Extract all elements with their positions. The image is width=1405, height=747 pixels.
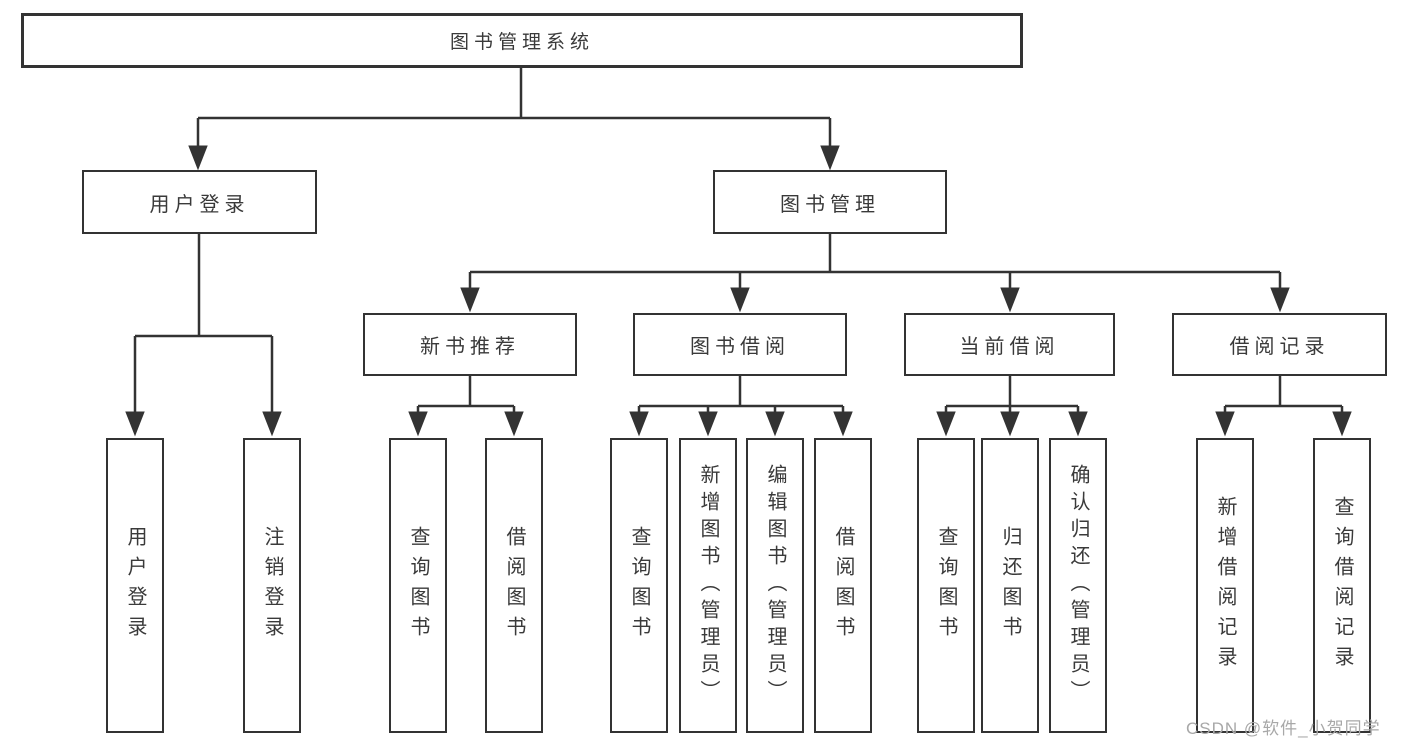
arrow-down-icon: [262, 411, 282, 437]
arrow-down-icon: [1000, 411, 1020, 437]
connector-borrow-records-to-leaves: [1215, 376, 1352, 437]
arrow-down-icon: [1000, 287, 1020, 313]
connector-root-to-level2: [188, 67, 840, 171]
node-library-management-system: 图书管理系统: [21, 13, 1023, 68]
node-borrow-records: 借阅记录: [1172, 313, 1387, 376]
leaf-edit-books-admin: 编辑图书（管理员）: [746, 438, 804, 733]
node-new-book-recommend: 新书推荐: [363, 313, 577, 376]
leaf-add-borrow-record: 新增借阅记录: [1196, 438, 1254, 733]
connector-user-login-to-leaves: [125, 234, 282, 437]
leaf-logout: 注销登录: [243, 438, 301, 733]
arrow-down-icon: [125, 411, 145, 437]
watermark-text: CSDN @软件_小贺同学: [1186, 719, 1381, 738]
arrow-down-icon: [460, 287, 480, 313]
node-current-borrow: 当前借阅: [904, 313, 1115, 376]
arrow-down-icon: [698, 411, 718, 437]
arrow-down-icon: [1068, 411, 1088, 437]
arrow-down-icon: [730, 287, 750, 313]
leaf-query-books-current: 查询图书: [917, 438, 975, 733]
leaf-user-login: 用户登录: [106, 438, 164, 733]
leaf-confirm-return-admin: 确认归还（管理员）: [1049, 438, 1107, 733]
arrow-down-icon: [188, 145, 208, 171]
node-book-borrow: 图书借阅: [633, 313, 847, 376]
leaf-add-books-admin: 新增图书（管理员）: [679, 438, 737, 733]
leaf-query-borrow-record: 查询借阅记录: [1313, 438, 1371, 733]
leaf-query-books-recommend: 查询图书: [389, 438, 447, 733]
leaf-return-books: 归还图书: [981, 438, 1039, 733]
leaf-borrow-books: 借阅图书: [814, 438, 872, 733]
arrow-down-icon: [629, 411, 649, 437]
leaf-borrow-books-recommend: 借阅图书: [485, 438, 543, 733]
arrow-down-icon: [504, 411, 524, 437]
connector-book-management-to-level3: [460, 234, 1290, 313]
connector-current-borrow-to-leaves: [936, 376, 1088, 437]
node-book-management: 图书管理: [713, 170, 947, 234]
arrow-down-icon: [1332, 411, 1352, 437]
leaf-query-books-borrow: 查询图书: [610, 438, 668, 733]
arrow-down-icon: [833, 411, 853, 437]
arrow-down-icon: [820, 145, 840, 171]
arrow-down-icon: [765, 411, 785, 437]
arrow-down-icon: [1270, 287, 1290, 313]
arrow-down-icon: [1215, 411, 1235, 437]
node-user-login: 用户登录: [82, 170, 317, 234]
connector-book-borrow-to-leaves: [629, 376, 853, 437]
arrow-down-icon: [408, 411, 428, 437]
connector-new-book-to-leaves: [408, 376, 524, 437]
arrow-down-icon: [936, 411, 956, 437]
